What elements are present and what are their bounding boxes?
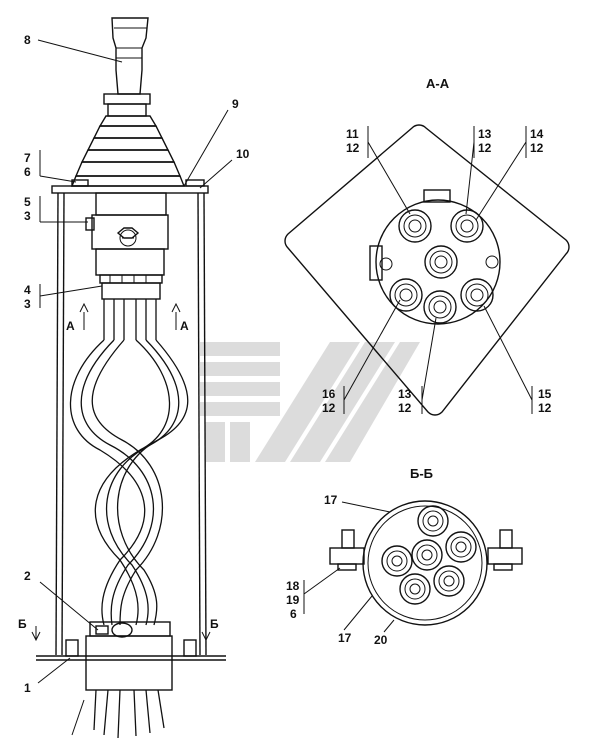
- aa-callout-12b: 12: [478, 141, 492, 155]
- view-bb-title: Б-Б: [410, 466, 433, 481]
- view-aa: [284, 124, 570, 416]
- section-mark-b-right: Б: [210, 617, 219, 631]
- aa-callout-12c: 12: [530, 141, 544, 155]
- callout-8: 8: [24, 33, 31, 47]
- aa-port-15: [460, 278, 494, 312]
- aa-callout-13b: 13: [398, 387, 412, 401]
- callout-3-upper: 3: [24, 209, 31, 223]
- bb-callout-17-top: 17: [324, 493, 338, 507]
- section-mark-a-left: А: [66, 319, 75, 333]
- view-aa-title: А-А: [426, 76, 450, 91]
- bb-hose-bundle: [381, 505, 477, 605]
- left-leaders: [37, 39, 233, 684]
- aa-port-11: [398, 209, 432, 243]
- joystick-assembly: [31, 17, 226, 739]
- view-bb: [303, 500, 523, 633]
- callout-4: 4: [24, 283, 31, 297]
- aa-callout-11: 11: [346, 127, 359, 141]
- callout-labels: А-А Б-Б 8 9 10 7 6 5 3 4 3 2 1 А А Б Б 1…: [18, 33, 552, 695]
- aa-callout-12d: 12: [322, 401, 336, 415]
- watermark-logo: [200, 342, 420, 462]
- callout-6: 6: [24, 165, 31, 179]
- bb-callout-18: 18: [286, 579, 300, 593]
- aa-callout-16: 16: [322, 387, 336, 401]
- aa-port-13-top: [450, 209, 484, 243]
- callout-7: 7: [24, 151, 31, 165]
- aa-callout-14: 14: [530, 127, 544, 141]
- aa-callout-12a: 12: [346, 141, 360, 155]
- callout-2: 2: [24, 569, 31, 583]
- aa-port-center: [424, 245, 458, 279]
- callout-10: 10: [236, 147, 250, 161]
- bb-callout-20: 20: [374, 633, 388, 647]
- bb-callout-6: 6: [290, 607, 297, 621]
- callout-1: 1: [24, 681, 31, 695]
- callout-9: 9: [232, 97, 239, 111]
- aa-port-16: [389, 278, 423, 312]
- callout-3-lower: 3: [24, 297, 31, 311]
- aa-callout-15: 15: [538, 387, 552, 401]
- bb-callout-17-bottom: 17: [338, 631, 352, 645]
- aa-callout-12e: 12: [398, 401, 412, 415]
- bb-callout-19: 19: [286, 593, 300, 607]
- callout-5: 5: [24, 195, 31, 209]
- aa-callout-12f: 12: [538, 401, 552, 415]
- aa-port-13-bottom: [423, 290, 457, 324]
- section-mark-a-right: А: [180, 319, 189, 333]
- section-mark-b-left: Б: [18, 617, 27, 631]
- aa-callout-13a: 13: [478, 127, 492, 141]
